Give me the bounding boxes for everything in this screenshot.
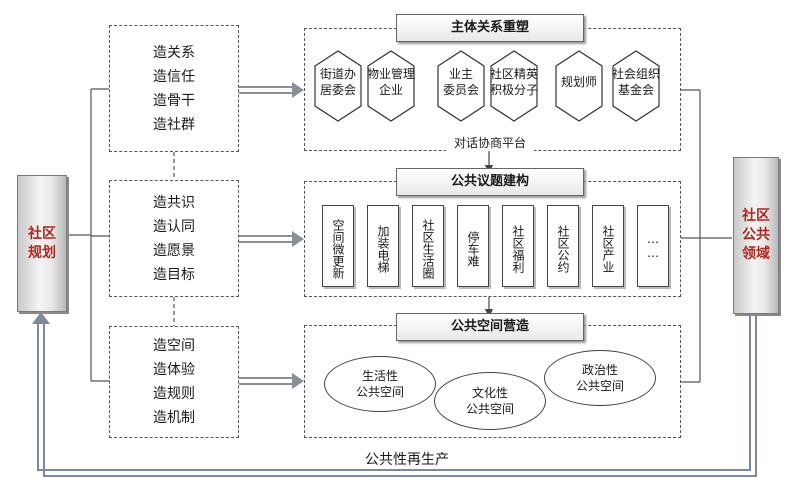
stakeholder-label-2: 物业管理 企业 [366, 67, 415, 97]
stakeholder-section-title: 主体关系重塑 [396, 14, 584, 42]
community-planning-pillar: 社区 规划 [17, 175, 67, 312]
community-public-realm-label: 社区 公共 领域 [742, 208, 770, 262]
consensus-building-box: 造共识 造认同 造愿景 造目标 [109, 180, 239, 297]
relationship-building-box: 造关系 造信任 造骨干 造社群 [109, 25, 239, 152]
issue-parking: 停车难 [457, 205, 489, 287]
space-building-text: 造空间 造体验 造规则 造机制 [153, 338, 195, 426]
hexagon-property-management [367, 50, 415, 122]
hexagon-community-elite [490, 50, 538, 122]
stakeholder-label-4: 社区精英 积极分子 [489, 67, 538, 97]
living-public-space: 生活性 公共空间 [324, 356, 436, 412]
community-public-realm-pillar: 社区 公共 领域 [733, 157, 779, 314]
stakeholder-hexagons [314, 50, 660, 122]
stakeholder-label-1: 街道办 居委会 [319, 67, 356, 97]
public-reproduction-label: 公共性再生产 [365, 452, 449, 468]
public-space-section-title: 公共空间营造 [396, 313, 584, 341]
issue-elevator: 加装电梯 [367, 205, 399, 287]
public-issue-section-title: 公共议题建构 [396, 168, 584, 196]
space-building-box: 造空间 造体验 造规则 造机制 [109, 326, 239, 438]
community-planning-label: 社区 规划 [28, 225, 56, 261]
issue-welfare: 社区福利 [502, 205, 534, 287]
issue-industry: 社区产业 [592, 205, 624, 287]
stakeholder-label-6: 社会组织 基金会 [611, 67, 660, 97]
issue-convention: 社区公约 [547, 205, 579, 287]
hexagon-planner [555, 50, 603, 122]
stakeholder-label-5: 规划师 [560, 75, 597, 89]
hexagon-social-organization [612, 50, 660, 122]
stakeholder-label-3: 业主 委员会 [442, 67, 479, 97]
dialogue-platform-label: 对话协商平台 [446, 134, 534, 151]
cultural-public-space: 文化性 公共空间 [434, 372, 546, 430]
issue-life-circle: 社区生活圈 [412, 205, 444, 287]
issue-more: …… [637, 205, 669, 287]
relationship-building-text: 造关系 造信任 造骨干 造社群 [153, 44, 195, 133]
hexagon-street-office [314, 50, 362, 122]
issue-micro-renewal: 空间微更新 [322, 205, 354, 287]
consensus-building-text: 造共识 造认同 造愿景 造目标 [153, 194, 195, 283]
hexagon-owners-committee [437, 50, 485, 122]
political-public-space: 政治性 公共空间 [544, 350, 656, 406]
public-issue-section [304, 181, 681, 297]
